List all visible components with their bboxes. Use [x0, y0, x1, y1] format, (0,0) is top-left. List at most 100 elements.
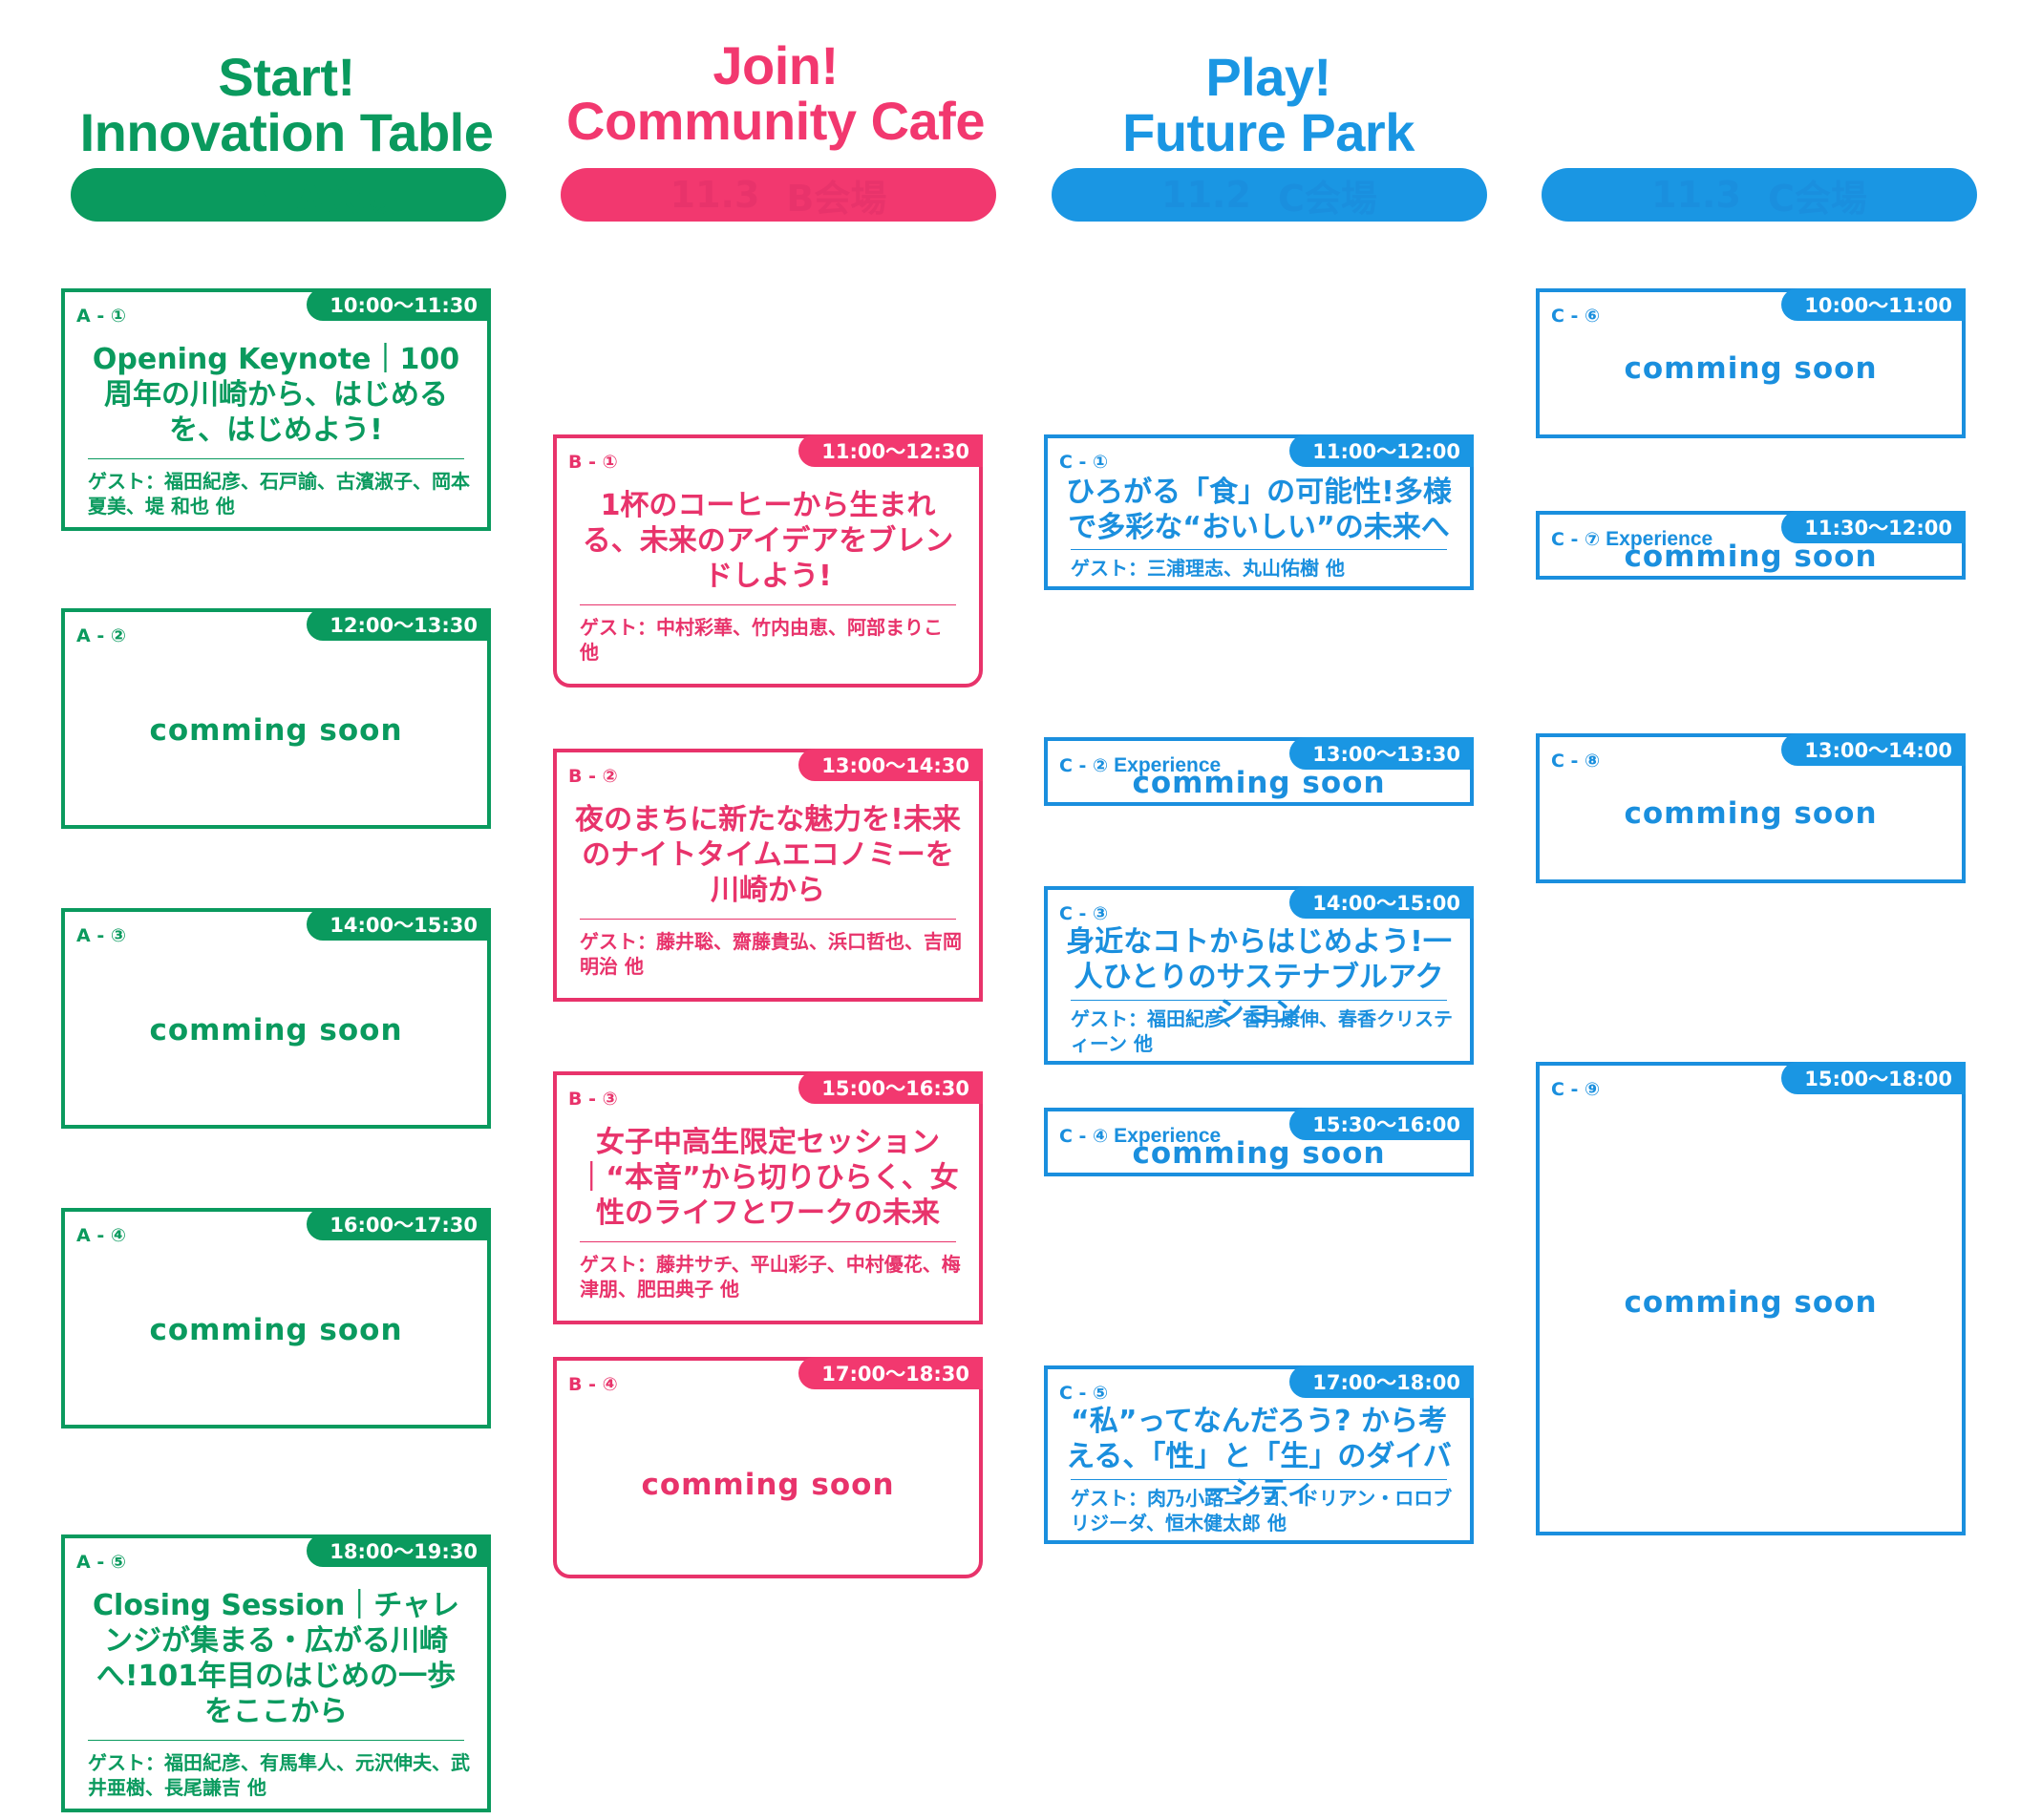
column-c2-venue: C会場: [1767, 177, 1867, 220]
column-a-date: 11.3: [180, 174, 270, 216]
session-guests: ゲスト：福田紀彦、香月康伸、春香クリスティーン 他: [1071, 1007, 1453, 1055]
session-guests: ゲスト：三浦理志、丸山佑樹 他: [1071, 557, 1345, 580]
separator: [580, 604, 956, 605]
column-c1-title-line2: Future Park: [1122, 101, 1415, 162]
separator: [88, 1740, 464, 1741]
column-a-venue: A会場: [296, 177, 397, 220]
session-card-a2[interactable]: A - ② 12:00〜13:30 comming soon: [61, 608, 491, 829]
column-c1-venue: C会場: [1277, 177, 1377, 220]
session-card-b2[interactable]: B - ② 13:00〜14:30 夜のまちに新たな魅力を!未来のナイトタイムエ…: [553, 749, 983, 1002]
coming-soon-label: comming soon: [1624, 796, 1878, 831]
session-title: 1杯のコーヒーから生まれる、未来のアイデアをブレンドしよう!: [582, 489, 954, 593]
column-a-title-line2: Innovation Table: [79, 101, 494, 162]
session-card-c8[interactable]: C - ⑧ 13:00〜14:00 comming soon: [1536, 733, 1966, 883]
separator: [1071, 549, 1447, 550]
session-card-a4[interactable]: A - ④ 16:00〜17:30 comming soon: [61, 1208, 491, 1428]
session-time: 10:00〜11:00: [1781, 288, 1966, 321]
session-card-a3[interactable]: A - ③ 14:00〜15:30 comming soon: [61, 908, 491, 1129]
coming-soon-label: comming soon: [149, 1313, 403, 1347]
session-card-c3[interactable]: C - ③ 14:00〜15:00 身近なコトからはじめよう!一人ひとりのサステ…: [1044, 886, 1474, 1065]
coming-soon-label: comming soon: [1132, 766, 1386, 800]
coming-soon-label: comming soon: [1132, 1136, 1386, 1171]
column-b-date-pill: 11.3 B会場: [561, 168, 996, 222]
session-code-text: C - ⑦: [1551, 529, 1601, 550]
coming-soon-label: comming soon: [641, 1468, 895, 1502]
column-c2-date-pill: 11.3 C会場: [1542, 168, 1977, 222]
session-time: 16:00〜17:30: [307, 1208, 491, 1240]
session-code: A - ②: [76, 625, 126, 646]
session-time: 18:00〜19:30: [307, 1534, 491, 1567]
session-code: C - ⑥: [1551, 306, 1601, 327]
session-code-text: C - ④: [1059, 1126, 1109, 1147]
session-time: 14:00〜15:30: [307, 908, 491, 941]
session-guests: ゲスト：福田紀彦、石戸諭、古濱淑子、岡本夏美、堤 和也 他: [88, 470, 470, 518]
session-card-a1[interactable]: A - ① 10:00〜11:30 Opening Keynote｜100周年の…: [61, 288, 491, 531]
session-time: 17:00〜18:30: [798, 1357, 983, 1389]
session-code: A - ④: [76, 1225, 126, 1246]
session-card-c1[interactable]: C - ① 11:00〜12:00 ひろがる「食」の可能性!多様で多彩な“おいし…: [1044, 434, 1474, 590]
session-card-c5[interactable]: C - ⑤ 17:00〜18:00 “私”ってなんだろう? から考える、「性」と…: [1044, 1365, 1474, 1544]
column-c1-date-pill: 11.2 C会場: [1052, 168, 1487, 222]
session-time: 15:00〜18:00: [1781, 1062, 1966, 1094]
column-a-title: Start! Innovation Table: [57, 50, 516, 159]
experience-tag: Experience: [1114, 754, 1222, 776]
session-title: ひろがる「食」の可能性!多様で多彩な“おいしい”の未来へ: [1066, 476, 1452, 544]
session-guests: ゲスト：肉乃小路ニクヨ、ドリアン・ロロブリジーダ、恒木健太郎 他: [1071, 1487, 1453, 1534]
coming-soon-label: comming soon: [149, 1013, 403, 1048]
session-card-c6[interactable]: C - ⑥ 10:00〜11:00 comming soon: [1536, 288, 1966, 438]
session-title: 身近なコトからはじめよう!一人ひとりのサステナブルアクション: [1066, 925, 1452, 1029]
session-code: B - ③: [568, 1089, 618, 1110]
session-time: 14:00〜15:00: [1289, 886, 1474, 919]
session-title: 女子中高生限定セッション｜“本音”から切りひらく、女性のライフとワークの未来: [577, 1126, 959, 1230]
session-guests: ゲスト：中村彩華、竹内由恵、阿部まりこ 他: [580, 616, 943, 664]
coming-soon-label: comming soon: [1624, 1285, 1878, 1320]
separator: [580, 1241, 956, 1242]
session-card-b3[interactable]: B - ③ 15:00〜16:30 女子中高生限定セッション｜“本音”から切りひ…: [553, 1071, 983, 1324]
session-time: 15:30〜16:00: [1289, 1108, 1474, 1140]
session-code: A - ⑤: [76, 1552, 126, 1573]
session-code: B - ④: [568, 1374, 618, 1395]
separator: [88, 458, 464, 459]
session-code: C - ③: [1059, 903, 1109, 924]
session-guests: ゲスト：藤井聡、齋藤貴弘、浜口哲也、吉岡明治 他: [580, 930, 962, 978]
session-guests: ゲスト：藤井サチ、平山彩子、中村優花、梅津朋、肥田典子 他: [580, 1253, 961, 1301]
session-card-a5[interactable]: A - ⑤ 18:00〜19:30 Closing Session｜チャレンジが…: [61, 1534, 491, 1812]
session-time: 12:00〜13:30: [307, 608, 491, 641]
session-time: 13:00〜14:30: [798, 749, 983, 781]
session-time: 13:00〜13:30: [1289, 737, 1474, 770]
coming-soon-label: comming soon: [149, 713, 403, 748]
session-card-c9[interactable]: C - ⑨ 15:00〜18:00 comming soon: [1536, 1062, 1966, 1535]
separator: [1071, 1479, 1447, 1480]
session-title: “私”ってなんだろう? から考える、「性」と「生」のダイバーシティ: [1066, 1405, 1452, 1509]
column-a-title-line1: Start!: [218, 47, 355, 107]
separator: [580, 919, 956, 920]
session-card-b1[interactable]: B - ① 11:00〜12:30 1杯のコーヒーから生まれる、未来のアイデアを…: [553, 434, 983, 688]
session-code: A - ①: [76, 306, 126, 327]
session-title: 夜のまちに新たな魅力を!未来のナイトタイムエコノミーを川崎から: [575, 803, 961, 907]
column-b-venue: B会場: [786, 177, 887, 220]
session-code: C - ⑧: [1551, 751, 1601, 772]
session-code: B - ②: [568, 766, 618, 787]
column-c1-title: Play! Future Park: [1039, 50, 1498, 159]
column-c1-title-line1: Play!: [1205, 47, 1331, 107]
session-time: 17:00〜18:00: [1289, 1365, 1474, 1398]
session-time: 11:30〜12:00: [1781, 511, 1966, 543]
session-time: 15:00〜16:30: [798, 1071, 983, 1104]
column-c2-date: 11.3: [1651, 174, 1741, 216]
session-guests: ゲスト：福田紀彦、有馬隼人、元沢伸夫、武井亜樹、長尾謙吉 他: [88, 1751, 470, 1799]
column-a-date-pill: 11.3 A会場: [71, 168, 506, 222]
session-code-text: C - ②: [1059, 755, 1109, 776]
session-time: 11:00〜12:00: [1289, 434, 1474, 467]
column-b-title: Join! Community Cafe: [546, 38, 1005, 148]
session-title: Opening Keynote｜100周年の川崎から、はじめるを、はじめよう!: [92, 343, 460, 447]
session-card-b4[interactable]: B - ④ 17:00〜18:30 comming soon: [553, 1357, 983, 1578]
coming-soon-label: comming soon: [1624, 540, 1878, 574]
column-b-title-line1: Join!: [713, 35, 839, 95]
coming-soon-label: comming soon: [1624, 351, 1878, 386]
